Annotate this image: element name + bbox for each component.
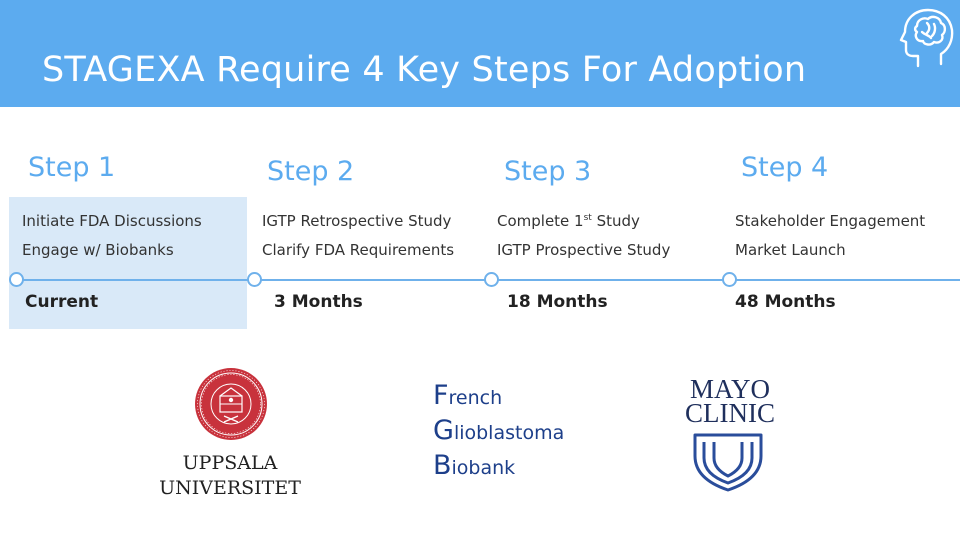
fgb-line-3: Biobank (433, 450, 516, 481)
timeline-dot-2 (247, 272, 262, 287)
header-banner: STAGEXA Require 4 Key Steps For Adoption (0, 0, 960, 107)
step-1-line-1: Initiate FDA Discussions (22, 212, 202, 230)
current-step-highlight (9, 197, 247, 329)
fgb-line-2: Glioblastoma (433, 415, 565, 446)
mayo-name-line-2: CLINIC (685, 398, 775, 428)
step-1-duration: Current (25, 292, 99, 312)
slide-title: STAGEXA Require 4 Key Steps For Adoption (42, 50, 807, 90)
step-3-line-2: IGTP Prospective Study (497, 241, 671, 259)
step-2-line-2: Clarify FDA Requirements (262, 241, 455, 259)
step-1-heading: Step 1 (28, 152, 116, 183)
step-4-duration: 48 Months (735, 292, 836, 312)
step-4-line-1: Stakeholder Engagement (735, 212, 926, 230)
step-2-heading: Step 2 (267, 156, 355, 187)
brain-head-icon (899, 8, 954, 68)
step-3-heading: Step 3 (504, 156, 592, 187)
step-3-line-1: Complete 1st Study (497, 212, 640, 230)
step-2-duration: 3 Months (274, 292, 363, 312)
mayo-name-line-1: MAYO (689, 374, 771, 404)
uppsala-name-line-2: UNIVERSITET (159, 477, 301, 499)
step-4-line-2: Market Launch (735, 241, 846, 259)
fgb-line-1: French (433, 380, 503, 411)
uppsala-seal-icon (195, 368, 267, 440)
step-2-line-1: IGTP Retrospective Study (262, 212, 452, 230)
timeline-dot-4 (722, 272, 737, 287)
timeline-dot-1 (9, 272, 24, 287)
step-4-heading: Step 4 (741, 152, 829, 183)
step-1-line-2: Engage w/ Biobanks (22, 241, 174, 259)
mayo-shield-icon (693, 433, 763, 492)
uppsala-name-line-1: UPPSALA (182, 452, 278, 474)
step-3-duration: 18 Months (507, 292, 608, 312)
timeline-dot-3 (484, 272, 499, 287)
